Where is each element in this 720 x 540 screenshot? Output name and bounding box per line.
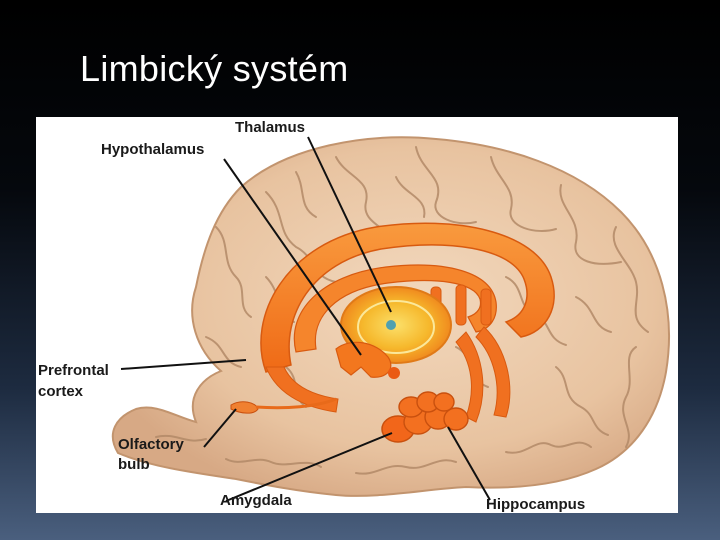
label-thalamus: Thalamus	[235, 119, 305, 136]
label-prefrontal-cortex-line2: cortex	[38, 383, 84, 400]
thalamus-nucleus	[386, 320, 396, 330]
label-olfactory-bulb-line1: Olfactory	[118, 436, 185, 453]
label-amygdala: Amygdala	[220, 492, 292, 509]
limbic-system-figure: Thalamus Hypothalamus Prefrontal cortex …	[36, 117, 678, 513]
label-olfactory-bulb-line2: bulb	[118, 456, 150, 473]
label-hippocampus: Hippocampus	[486, 496, 585, 513]
label-hypothalamus: Hypothalamus	[101, 141, 204, 158]
slide-title: Limbický systém	[80, 48, 349, 90]
mammillary-body	[388, 367, 400, 379]
label-prefrontal-cortex-line1: Prefrontal	[38, 362, 109, 379]
